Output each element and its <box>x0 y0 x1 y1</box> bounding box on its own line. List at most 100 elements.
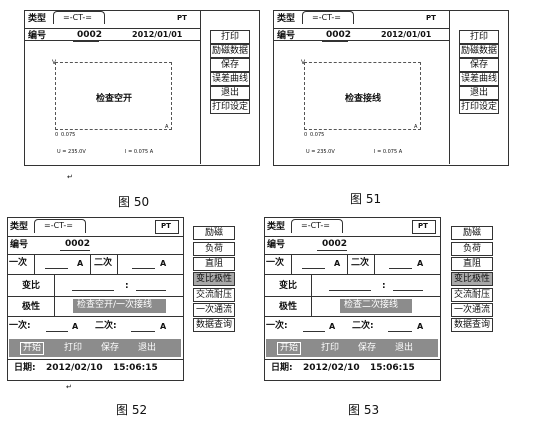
excitation-button[interactable]: 励磁 <box>193 226 235 240</box>
pt-box[interactable]: PT <box>155 220 179 234</box>
ratio-secondary-field[interactable] <box>393 290 423 291</box>
type-tab[interactable]: =-CT-= <box>302 11 354 24</box>
data-query-button[interactable]: 数据查询 <box>193 318 235 332</box>
return-mark: ↵ <box>67 173 73 181</box>
print-settings-button[interactable]: 打印设定 <box>210 100 250 114</box>
ratio-primary-field[interactable] <box>329 290 371 291</box>
type-tab[interactable]: =-CT-= <box>291 219 343 233</box>
exit-button[interactable]: 退出 <box>395 343 414 353</box>
primary-current-field[interactable] <box>303 331 325 332</box>
primary-current-label: 一次: <box>266 321 288 331</box>
ac-withstand-button[interactable]: 交流耐压 <box>451 288 493 302</box>
polarity-status: 检查二次接线 <box>340 299 412 313</box>
primary-current-field[interactable] <box>46 331 68 332</box>
type-tab[interactable]: =-CT-= <box>34 219 86 233</box>
type-value: =-CT-= <box>301 221 330 230</box>
pt-label: PT <box>426 14 436 22</box>
exit-button[interactable]: 退出 <box>210 86 250 100</box>
date-value: 2012/01/01 <box>381 30 432 39</box>
primary-unit: A <box>334 259 341 268</box>
caption-50: 图 50 <box>118 195 150 209</box>
start-button[interactable]: 开始 <box>20 342 45 355</box>
ratio-polarity-button[interactable]: 变比极性 <box>451 272 493 286</box>
return-mark: ↵ <box>66 383 72 391</box>
plot-area <box>55 62 172 130</box>
x-axis-label: A <box>165 124 169 130</box>
secondary-field[interactable] <box>132 268 155 269</box>
exit-button[interactable]: 退出 <box>138 343 157 353</box>
ratio-label: 变比 <box>279 281 298 291</box>
type-tab[interactable]: =-CT-= <box>53 11 105 24</box>
number-label: 编号 <box>10 240 29 250</box>
pt-label: PT <box>177 14 187 22</box>
dc-resistance-button[interactable]: 直阻 <box>451 257 493 271</box>
ratio-secondary-field[interactable] <box>136 290 166 291</box>
secondary-label: 二次 <box>351 258 370 268</box>
save-button[interactable]: 保存 <box>459 58 499 72</box>
secondary-unit: A <box>417 259 424 268</box>
print-button[interactable]: 打印 <box>321 343 340 353</box>
primary-field[interactable] <box>45 268 68 269</box>
action-bar <box>266 339 438 357</box>
ratio-label: 变比 <box>22 281 41 291</box>
polarity-value: 检查空开/一次接线 <box>77 300 153 310</box>
date-value: 2012/02/10 <box>303 363 360 373</box>
start-button[interactable]: 开始 <box>277 342 302 355</box>
x-tick: 0.075 <box>61 132 76 138</box>
excitation-data-button[interactable]: 励磁数据 <box>210 44 250 58</box>
load-button[interactable]: 负荷 <box>451 242 493 256</box>
primary-label: 一次 <box>266 258 285 268</box>
ratio-polarity-button[interactable]: 变比极性 <box>193 272 235 286</box>
save-button[interactable]: 保存 <box>210 58 250 72</box>
plot-area <box>304 62 421 130</box>
primary-current-injection-button[interactable]: 一次通流 <box>193 303 235 317</box>
plot-message: 检查空开 <box>96 94 133 104</box>
save-button[interactable]: 保存 <box>101 343 120 353</box>
print-button[interactable]: 打印 <box>459 30 499 44</box>
print-button[interactable]: 打印 <box>64 343 83 353</box>
primary-label: 一次 <box>9 258 28 268</box>
date-value: 2012/02/10 <box>46 363 103 373</box>
secondary-current-label: 二次: <box>95 321 117 331</box>
dc-resistance-button[interactable]: 直阻 <box>193 257 235 271</box>
save-button[interactable]: 保存 <box>358 343 377 353</box>
date-label: 日期: <box>14 363 36 373</box>
y-axis-label: V <box>52 59 57 66</box>
primary-unit: A <box>77 259 84 268</box>
primary-field[interactable] <box>302 268 325 269</box>
number-label: 编号 <box>28 31 47 41</box>
excitation-data-button[interactable]: 励磁数据 <box>459 44 499 58</box>
primary-current-unit: A <box>72 322 79 331</box>
error-curve-button[interactable]: 误差曲线 <box>210 72 250 86</box>
secondary-current-field[interactable] <box>388 331 412 332</box>
pt-box[interactable]: PT <box>412 220 436 234</box>
ratio-colon: : <box>125 281 129 291</box>
ratio-colon: : <box>382 281 386 291</box>
primary-current-injection-button[interactable]: 一次通流 <box>451 303 493 317</box>
number-value: 0002 <box>322 239 348 249</box>
number-label: 编号 <box>267 240 286 250</box>
print-settings-button[interactable]: 打印设定 <box>459 100 499 114</box>
type-value: =-CT-= <box>63 13 92 22</box>
secondary-label: 二次 <box>94 258 113 268</box>
polarity-value: 检查二次接线 <box>344 300 399 310</box>
secondary-unit: A <box>160 259 167 268</box>
date-label: 日期: <box>271 363 293 373</box>
primary-current-label: 一次: <box>9 321 31 331</box>
data-query-button[interactable]: 数据查询 <box>451 318 493 332</box>
x-tick: 0.075 <box>310 132 325 138</box>
voltage-readout: U = 235.0V <box>57 149 86 155</box>
load-button[interactable]: 负荷 <box>193 242 235 256</box>
ac-withstand-button[interactable]: 交流耐压 <box>193 288 235 302</box>
type-value: =-CT-= <box>44 221 73 230</box>
print-button[interactable]: 打印 <box>210 30 250 44</box>
y-axis-label: V <box>301 59 306 66</box>
type-value: =-CT-= <box>312 13 341 22</box>
exit-button[interactable]: 退出 <box>459 86 499 100</box>
polarity-status: 检查空开/一次接线 <box>73 299 166 313</box>
ratio-primary-field[interactable] <box>72 290 114 291</box>
secondary-field[interactable] <box>389 268 412 269</box>
error-curve-button[interactable]: 误差曲线 <box>459 72 499 86</box>
excitation-button[interactable]: 励磁 <box>451 226 493 240</box>
secondary-current-field[interactable] <box>131 331 155 332</box>
